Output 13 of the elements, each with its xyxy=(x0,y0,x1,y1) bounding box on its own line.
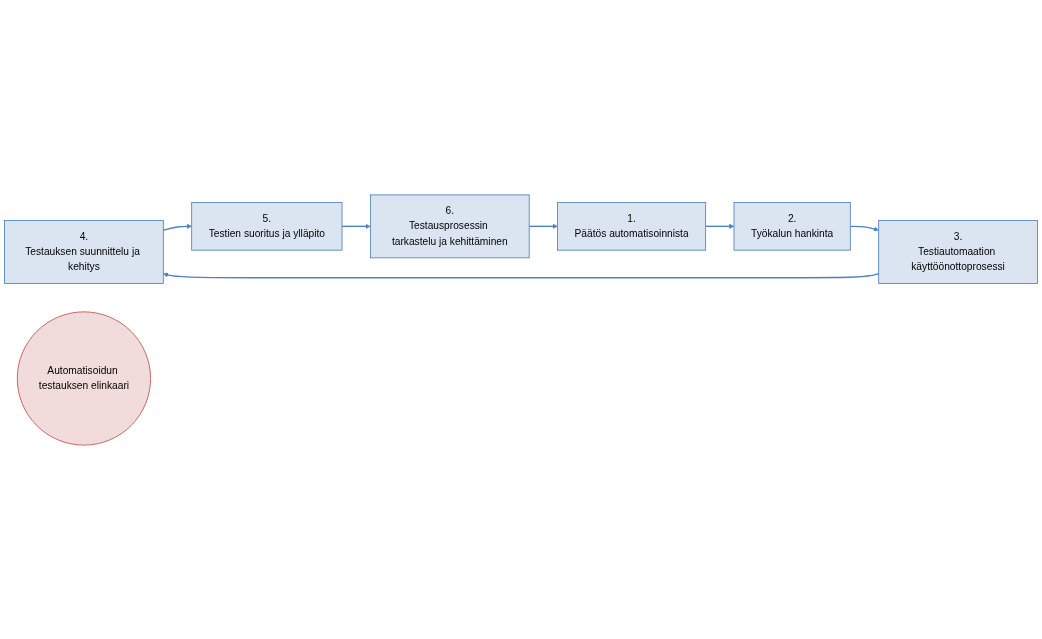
node-box: 6. Testausprosessin tarkastelu ja kehittäminen xyxy=(369,193,530,258)
arrow xyxy=(341,223,371,229)
node-box: 2. Työkalun hankinta xyxy=(733,201,851,251)
node-box: 3. Testiautomaation käyttöönottoprosessi xyxy=(878,219,1038,284)
node-circle: Automatisoidun testauksen elinkaari xyxy=(16,310,151,446)
arrow xyxy=(849,225,879,231)
arrow xyxy=(528,223,558,229)
node-box: 5. Testien suoritus ja ylläpito xyxy=(191,201,343,251)
arrow xyxy=(704,223,735,229)
arrow xyxy=(163,272,880,278)
node-box: 4. Testauksen suunnittelu ja kehitys xyxy=(4,219,164,284)
arrow xyxy=(162,223,192,231)
node-box: 1. Päätös automatisoinnista xyxy=(557,201,707,251)
